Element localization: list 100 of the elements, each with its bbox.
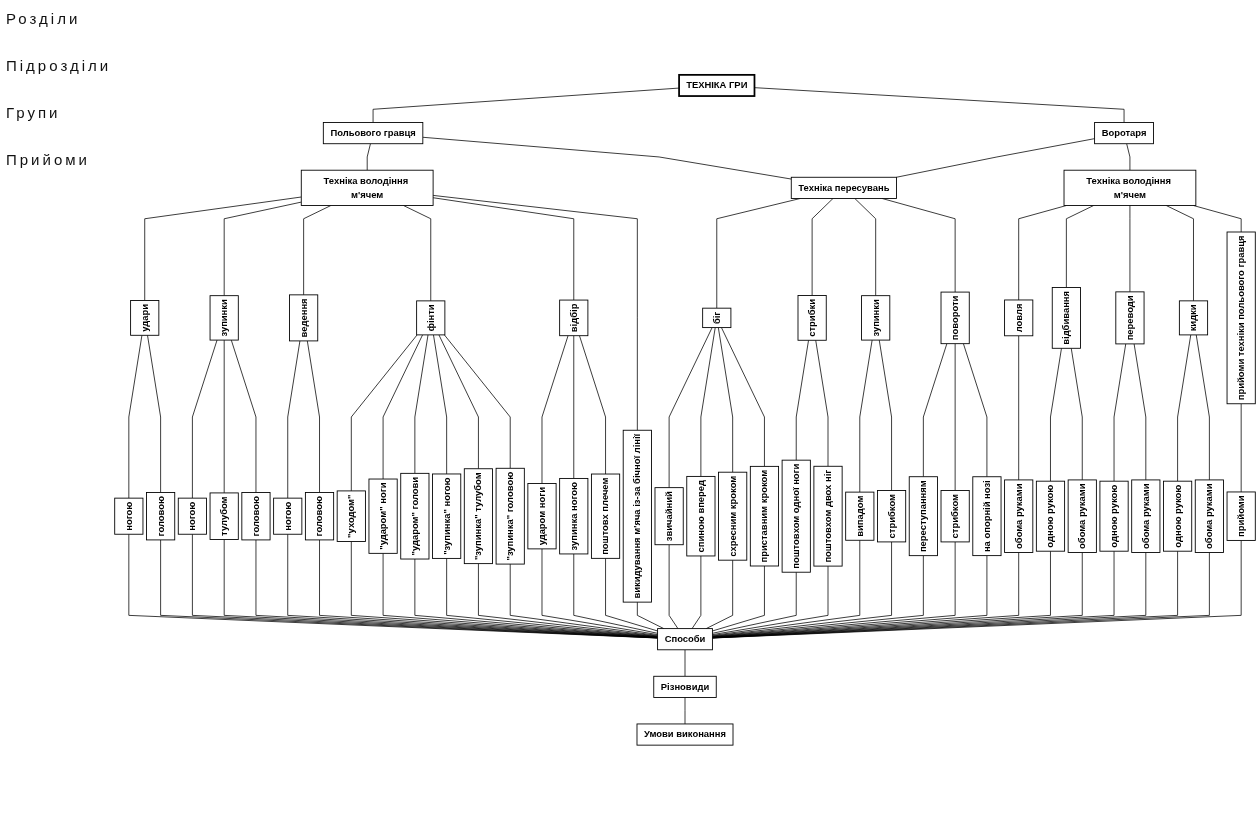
connector [963, 343, 988, 478]
connector [811, 198, 834, 296]
connector [350, 334, 418, 492]
connector [414, 334, 429, 474]
connector [287, 340, 301, 499]
node-box: кидки [1178, 300, 1209, 336]
node-box: стрибком [940, 490, 970, 543]
connector [403, 205, 432, 302]
connector [1177, 334, 1192, 482]
node-box: випадом [845, 491, 875, 541]
node-box: відбір [559, 299, 589, 337]
node-box: Воротаря [1094, 122, 1154, 145]
node-box: відбивання [1051, 287, 1081, 349]
connector [691, 555, 702, 629]
connector [573, 335, 575, 479]
connector [573, 553, 658, 634]
connector [1050, 347, 1062, 482]
connector [509, 563, 658, 636]
connector [854, 198, 877, 297]
connector [712, 540, 1242, 639]
level-label: Групи [6, 104, 62, 121]
connector [306, 340, 320, 493]
node-box: "зупинка" тулубом [463, 468, 493, 565]
node-box: спиною вперед [686, 475, 716, 557]
connector [1240, 403, 1242, 493]
node-box: Техніка пересувань [790, 176, 897, 199]
connector [712, 571, 797, 634]
node-box: одною рукою [1035, 480, 1066, 552]
connector [712, 539, 861, 636]
node-box: переводи [1115, 291, 1145, 345]
node-box: переступанням [908, 476, 938, 557]
node-box: Польового гравця [322, 122, 424, 145]
node-box: "уходом" [336, 490, 366, 542]
node-box: одною рукою [1099, 480, 1129, 552]
connector [541, 548, 658, 635]
connector [223, 339, 225, 494]
node-box: викидування м'яча із-за бічної лінії [622, 429, 652, 603]
connector [712, 541, 892, 637]
connector [668, 327, 713, 489]
node-box: поштовхом двох ніг [813, 465, 843, 567]
connector [303, 205, 332, 296]
node-box: ногою [114, 497, 144, 535]
node-box: прийоми [1226, 491, 1256, 541]
node-box: повороти [940, 291, 970, 345]
connector [712, 565, 765, 632]
connector [579, 335, 606, 475]
connector [717, 327, 734, 473]
connector [712, 555, 924, 637]
connector [954, 343, 956, 491]
connector [1129, 205, 1131, 293]
node-box: Умови виконання [636, 723, 734, 746]
connector [605, 557, 658, 632]
connector [636, 601, 665, 629]
connector [700, 327, 716, 477]
connector [815, 339, 829, 467]
connector [223, 201, 302, 297]
node-box: Різновиди [653, 675, 717, 698]
connector [878, 339, 892, 491]
connector [1133, 343, 1147, 481]
node-box: ударом ноги [527, 483, 557, 550]
connector [721, 327, 765, 467]
connector [433, 334, 448, 475]
connector [712, 541, 956, 638]
connector [1018, 205, 1067, 301]
node-box: ногою [273, 497, 303, 535]
connector [444, 334, 511, 469]
connector [382, 334, 423, 480]
node-box: схресним кроком [718, 471, 748, 561]
node-box: "зупинка" головою [495, 467, 525, 565]
node-box: звичайний [654, 487, 684, 546]
connector [147, 334, 161, 493]
connector [859, 339, 873, 493]
connector [1126, 143, 1131, 171]
node-box: обома руками [1194, 479, 1224, 553]
node-box: обома руками [1131, 479, 1161, 553]
node-box: "ударом" ноги [368, 478, 398, 554]
connector [922, 343, 948, 478]
node-box: зупинки [861, 295, 891, 341]
node-box: "зупинка" ногою [432, 473, 462, 559]
node-box: стрибком [877, 490, 907, 543]
node-box: головою [241, 492, 271, 541]
connector [668, 544, 679, 629]
node-box: стрибки [797, 295, 827, 341]
connector [144, 196, 302, 301]
node-box: обома руками [1067, 479, 1097, 553]
node-box: одною рукою [1163, 480, 1193, 552]
connector [795, 339, 809, 461]
node-box: Способи [657, 628, 713, 651]
connector [1018, 335, 1020, 481]
connector [192, 339, 218, 499]
node-box: Техніка володіння м'ячем [300, 169, 434, 206]
level-label: Прийоми [6, 151, 91, 168]
node-box: біг [702, 307, 732, 329]
connector [712, 565, 829, 635]
node-box: прийоми техніки польового гравця [1226, 231, 1256, 405]
connector [422, 136, 792, 180]
connector [230, 339, 257, 493]
node-box: поштовхом одної ноги [781, 459, 811, 573]
node-box: зупинки [209, 295, 239, 341]
node-box: обома руками [1004, 479, 1034, 553]
